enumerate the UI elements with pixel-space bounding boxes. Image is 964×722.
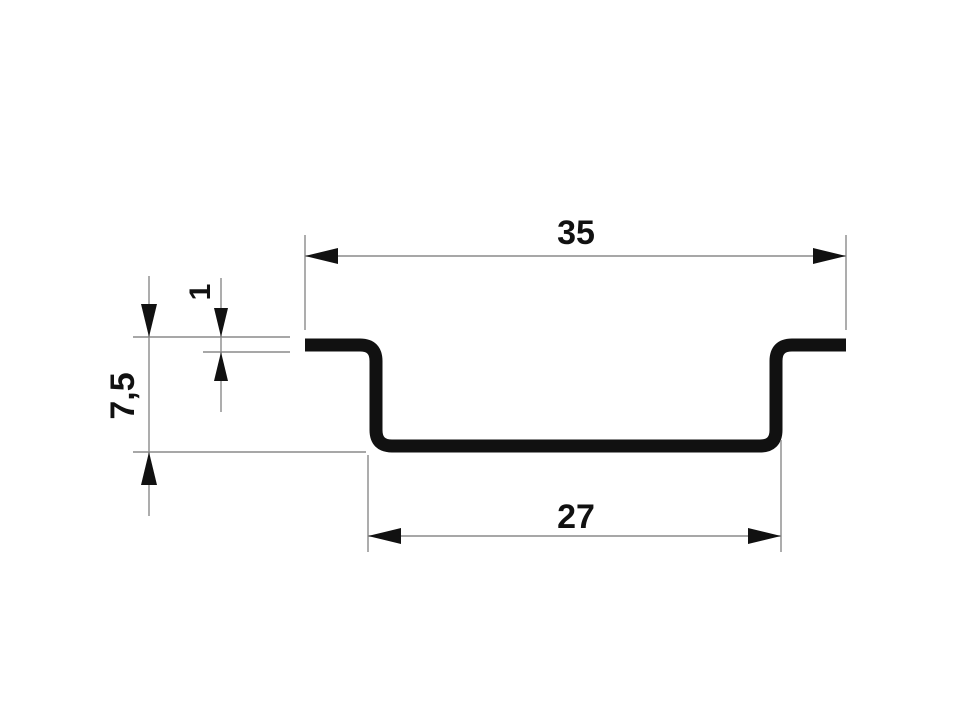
arrowhead-up xyxy=(141,452,157,485)
arrowhead-right xyxy=(748,528,781,544)
thickness-dimension: 1 xyxy=(184,278,290,412)
arrowhead-left xyxy=(368,528,401,544)
height-label: 7,5 xyxy=(104,372,142,419)
rail-profile xyxy=(305,338,846,453)
arrowhead-right xyxy=(813,248,846,264)
inner-width-label: 27 xyxy=(557,498,595,536)
overall-width-label: 35 xyxy=(557,214,595,252)
arrowhead-down xyxy=(214,308,228,337)
height-dimension: 7,5 xyxy=(104,276,366,516)
arrowhead-down xyxy=(141,304,157,337)
overall-width-dimension: 35 xyxy=(304,214,847,330)
arrowhead-up xyxy=(214,352,228,381)
arrowhead-left xyxy=(305,248,338,264)
thickness-label: 1 xyxy=(184,284,217,301)
inner-width-dimension: 27 xyxy=(367,440,782,552)
